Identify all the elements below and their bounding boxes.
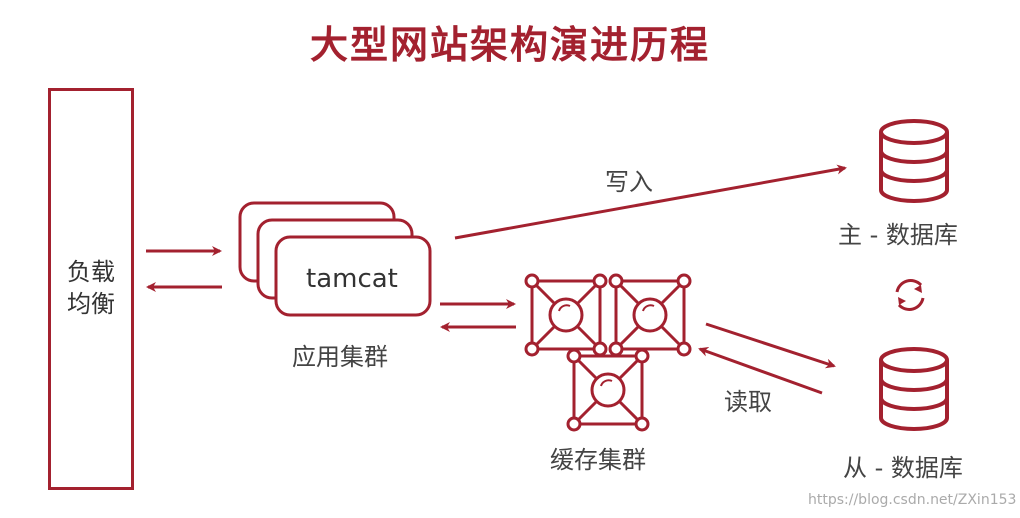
load-balancer-line1: 负载 (67, 258, 115, 286)
cache-cluster-caption: 缓存集群 (550, 446, 646, 474)
load-balancer-line2: 均衡 (67, 290, 115, 318)
sync-icon (895, 279, 925, 311)
slave-db-caption: 从 - 数据库 (843, 454, 963, 482)
cache-node-icon (608, 273, 692, 357)
write-arrow (454, 164, 847, 240)
app-server-stack (238, 201, 432, 317)
load-balancer-label: 负载 均衡 (51, 256, 131, 320)
cache-to-slave-arrow (705, 322, 836, 369)
read-label: 读取 (724, 388, 772, 416)
cache-node-icon (566, 348, 650, 432)
load-balancer-box: 负载 均衡 (48, 88, 134, 490)
cache-node-icon (524, 273, 608, 357)
app-cluster-caption: 应用集群 (292, 343, 388, 371)
slave-database-icon (879, 347, 949, 431)
watermark: https://blog.csdn.net/ZXin153 (808, 492, 1017, 508)
app-server-name: tamcat (306, 264, 398, 294)
master-db-caption: 主 - 数据库 (838, 221, 958, 249)
diagram-title: 大型网站架构演进历程 (309, 23, 710, 67)
slave-to-cache-arrow (698, 347, 823, 395)
master-database-icon (879, 119, 949, 203)
write-label: 写入 (605, 168, 653, 196)
